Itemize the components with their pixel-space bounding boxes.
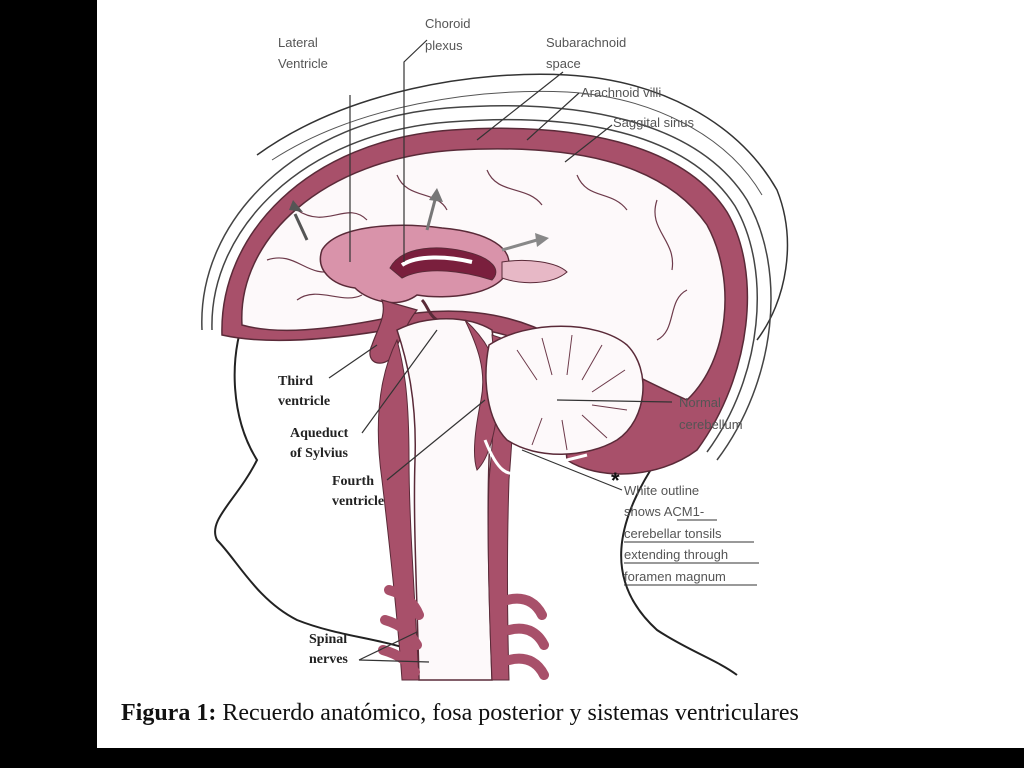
label-lateral-ventricle: Lateral Ventricle (278, 35, 328, 71)
flow-arrowhead-2 (429, 188, 443, 202)
gyri (266, 169, 688, 341)
neck-line (620, 459, 738, 676)
brain-ventricle-diagram: Lateral Ventricle Choroid plexus Subarac… (201, 16, 789, 681)
label-aqueduct-of-sylvius: Aqueduct of Sylvius (290, 426, 352, 461)
label-fourth-ventricle: Fourth ventricle (332, 474, 384, 509)
tonsil-white-outline (483, 439, 588, 476)
flow-arrowhead-3 (535, 233, 549, 247)
asterisk-marker: * (611, 468, 620, 493)
flow-arrow-2 (425, 199, 437, 231)
lateral-ventricle-horn (501, 259, 568, 284)
leader-lines (328, 39, 673, 663)
flow-arrow-3 (501, 238, 538, 252)
label-arachnoid-villi: Arachnoid villi (581, 85, 661, 100)
cerebellum-folia (516, 334, 628, 451)
label-third-ventricle: Third ventricle (278, 374, 330, 409)
caption-prefix: Figura 1: (121, 700, 217, 726)
label-choroid-plexus: Choroid plexus (425, 16, 474, 53)
flow-arrow-1 (293, 213, 309, 241)
caption-text: Recuerdo anatómico, fosa posterior y sis… (216, 700, 799, 726)
flow-arrowhead-1 (289, 200, 303, 212)
hair-2 (271, 90, 763, 196)
cerebellum (485, 325, 644, 455)
choroid-plexus-shape (389, 247, 497, 281)
label-normal-cerebellum: Normal cerebellum (679, 395, 743, 432)
white-outline-underlines (624, 519, 759, 586)
hair (256, 73, 789, 341)
skull-outer (201, 105, 772, 461)
skull-inner (211, 118, 758, 453)
label-saggital-sinus: Saggital sinus (613, 115, 694, 130)
vertebrae (378, 585, 549, 680)
figure-page: Lateral Ventricle Choroid plexus Subarac… (97, 0, 1024, 748)
label-white-outline: White outline shows ACM1- cerebellar ton… (624, 483, 732, 584)
label-spinal-nerves: Spinal nerves (309, 632, 351, 667)
label-subarachnoid-space: Subarachnoid space (546, 35, 630, 71)
choroid-plexus-highlight (400, 255, 473, 267)
figure-caption: Figura 1: Recuerdo anatómico, fosa poste… (121, 700, 799, 727)
